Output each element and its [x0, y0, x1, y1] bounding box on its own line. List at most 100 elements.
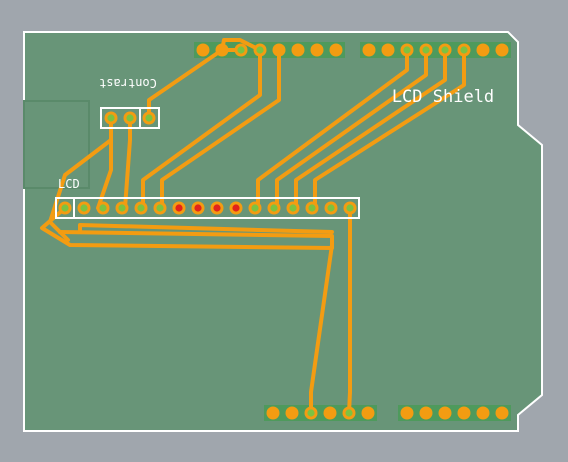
bottom-right-pad-3: [438, 406, 452, 420]
top-left-pad-5: [272, 43, 286, 57]
contrast-pad-1: [104, 111, 118, 125]
lcd-pad-7-hole: [175, 204, 183, 212]
bottom-left-pad-3: [304, 406, 318, 420]
trace-d-ctrl-b: [160, 48, 281, 210]
lcd-pad-11-hole: [251, 204, 259, 212]
bottom-left-pad-1-hole: [269, 409, 277, 417]
contrast-pad-2-hole: [126, 114, 134, 122]
trace-contrast-wiper: [123, 116, 132, 210]
top-left-pad-8: [329, 43, 343, 57]
bottom-right-header-strip: [398, 405, 511, 421]
lcd-pad-15-hole: [327, 204, 335, 212]
bottom-right-pad-5: [476, 406, 490, 420]
top-left-pad-2: [215, 43, 229, 57]
top-right-pad-6-hole: [460, 46, 468, 54]
top-right-pad-8: [495, 43, 509, 57]
lcd-pad-2-hole: [80, 204, 88, 212]
bottom-right-pad-6: [495, 406, 509, 420]
bottom-right-pad-2: [419, 406, 433, 420]
lcd-pad-3-hole: [99, 204, 107, 212]
lcd-pad-1: [58, 201, 72, 215]
top-right-pad-1: [362, 43, 376, 57]
top-left-pad-3-hole: [237, 46, 245, 54]
contrast-pad-3: [142, 111, 156, 125]
bottom-right-pad-3-hole: [441, 409, 449, 417]
lcd-pad-8: [191, 201, 205, 215]
bottom-left-pad-3-hole: [307, 409, 315, 417]
bottom-right-pad-6-hole: [498, 409, 506, 417]
bottom-left-pad-6-hole: [364, 409, 372, 417]
pads: [58, 43, 509, 420]
trace-data-6: [294, 48, 447, 210]
lcd-pad-13-hole: [289, 204, 297, 212]
lcd-pad-9: [210, 201, 224, 215]
lcd-pad-8-hole: [194, 204, 202, 212]
top-left-pad-7-hole: [313, 46, 321, 54]
bottom-left-pad-1: [266, 406, 280, 420]
lcd-pad-3: [96, 201, 110, 215]
lcd-pad-6: [153, 201, 167, 215]
lcd-header-outline: [55, 197, 360, 219]
trace-d-ctrl-a: [141, 48, 262, 210]
lcd-pad-12: [267, 201, 281, 215]
bottom-left-pad-4: [323, 406, 337, 420]
bottom-left-pad-6: [361, 406, 375, 420]
contrast-pad-2: [123, 111, 137, 125]
trace-led-down: [309, 243, 334, 415]
top-left-pad-3: [234, 43, 248, 57]
contrast-header-outline: [100, 107, 160, 129]
lcd-pad-12-hole: [270, 204, 278, 212]
top-left-pad-4: [253, 43, 267, 57]
bottom-left-pad-5-hole: [345, 409, 353, 417]
top-right-pad-8-hole: [498, 46, 506, 54]
trace-led-k: [347, 206, 352, 415]
top-left-pad-7: [310, 43, 324, 57]
trace-data-4: [256, 48, 409, 210]
trace-vss-bus: [78, 223, 334, 234]
top-right-pad-2-hole: [384, 46, 392, 54]
bottom-right-pad-2-hole: [422, 409, 430, 417]
trace-contrast-to-lcd: [96, 116, 113, 210]
top-left-pad-8-hole: [332, 46, 340, 54]
lcd-pad-5: [134, 201, 148, 215]
top-right-pad-4-hole: [422, 46, 430, 54]
lcd-pad-9-hole: [213, 204, 221, 212]
top-right-pad-1-hole: [365, 46, 373, 54]
top-right-pad-3-hole: [403, 46, 411, 54]
lcd-pad-4: [115, 201, 129, 215]
top-right-pad-3: [400, 43, 414, 57]
bottom-right-pad-4: [457, 406, 471, 420]
top-left-pad-1-hole: [199, 46, 207, 54]
top-right-pad-5-hole: [441, 46, 449, 54]
bottom-right-pad-1: [400, 406, 414, 420]
top-left-header-strip: [194, 42, 345, 58]
lcd-pad-16: [343, 201, 357, 215]
top-right-pad-4: [419, 43, 433, 57]
bottom-right-pad-1-hole: [403, 409, 411, 417]
top-right-pad-7-hole: [479, 46, 487, 54]
lcd-pad-4-hole: [118, 204, 126, 212]
top-left-pad-6: [291, 43, 305, 57]
lcd-pad-15: [324, 201, 338, 215]
trace-data-7: [313, 48, 466, 210]
lcd-pad-14: [305, 201, 319, 215]
top-right-pad-6: [457, 43, 471, 57]
bottom-left-header-strip: [264, 405, 377, 421]
lcd-pad-7: [172, 201, 186, 215]
lcd-pad-5-hole: [137, 204, 145, 212]
trace-data-5: [275, 48, 428, 210]
lcd-pad-1-hole: [61, 204, 69, 212]
lcd-label: LCD: [58, 177, 80, 191]
top-left-pad-5-hole: [275, 46, 283, 54]
top-left-pad-2-hole: [218, 46, 226, 54]
board-title: LCD Shield: [392, 87, 494, 107]
bottom-left-pad-4-hole: [326, 409, 334, 417]
bottom-left-pad-2-hole: [288, 409, 296, 417]
silkscreen-outlines: [55, 107, 360, 219]
top-left-pad-6-hole: [294, 46, 302, 54]
lcd-pad-16-hole: [346, 204, 354, 212]
lcd-pad-14-hole: [308, 204, 316, 212]
bottom-left-pad-5: [342, 406, 356, 420]
contrast-pad-1-hole: [107, 114, 115, 122]
